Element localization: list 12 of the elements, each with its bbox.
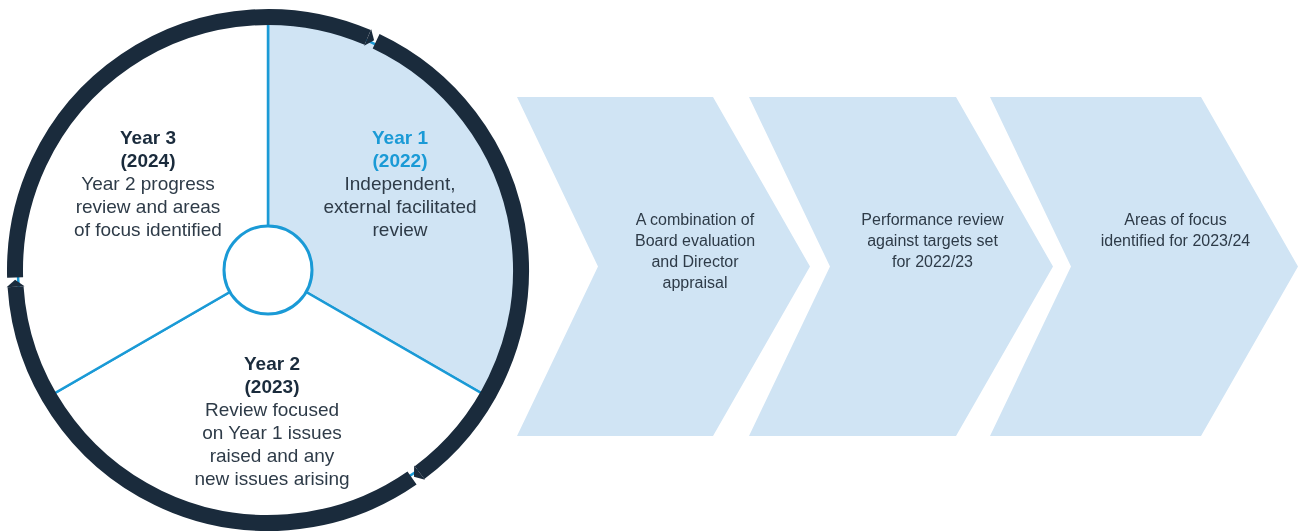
- segment-text: Year 2 progress review and areas of focus identified: [73, 172, 223, 241]
- cycle-arrow: [6, 279, 417, 531]
- cycle-arrow: [372, 34, 529, 480]
- chevron-text: Performance review against targets set for 2022/23: [860, 209, 1005, 272]
- segment-heading: Year 1 (2022): [371, 126, 429, 172]
- chevron-text: Areas of focus identified for 2023/24: [1100, 209, 1251, 251]
- segment-text: Independent, external facilitated review: [322, 172, 478, 241]
- segment-heading: Year 2 (2023): [243, 352, 301, 398]
- segment-text: Review focused on Year 1 issues raised and any new issues arising: [193, 398, 351, 490]
- cycle-arrow: [7, 9, 375, 278]
- segment-heading: Year 3 (2024): [119, 126, 177, 172]
- chevron-text: A combination of Board evaluation and Director appraisal: [633, 209, 757, 293]
